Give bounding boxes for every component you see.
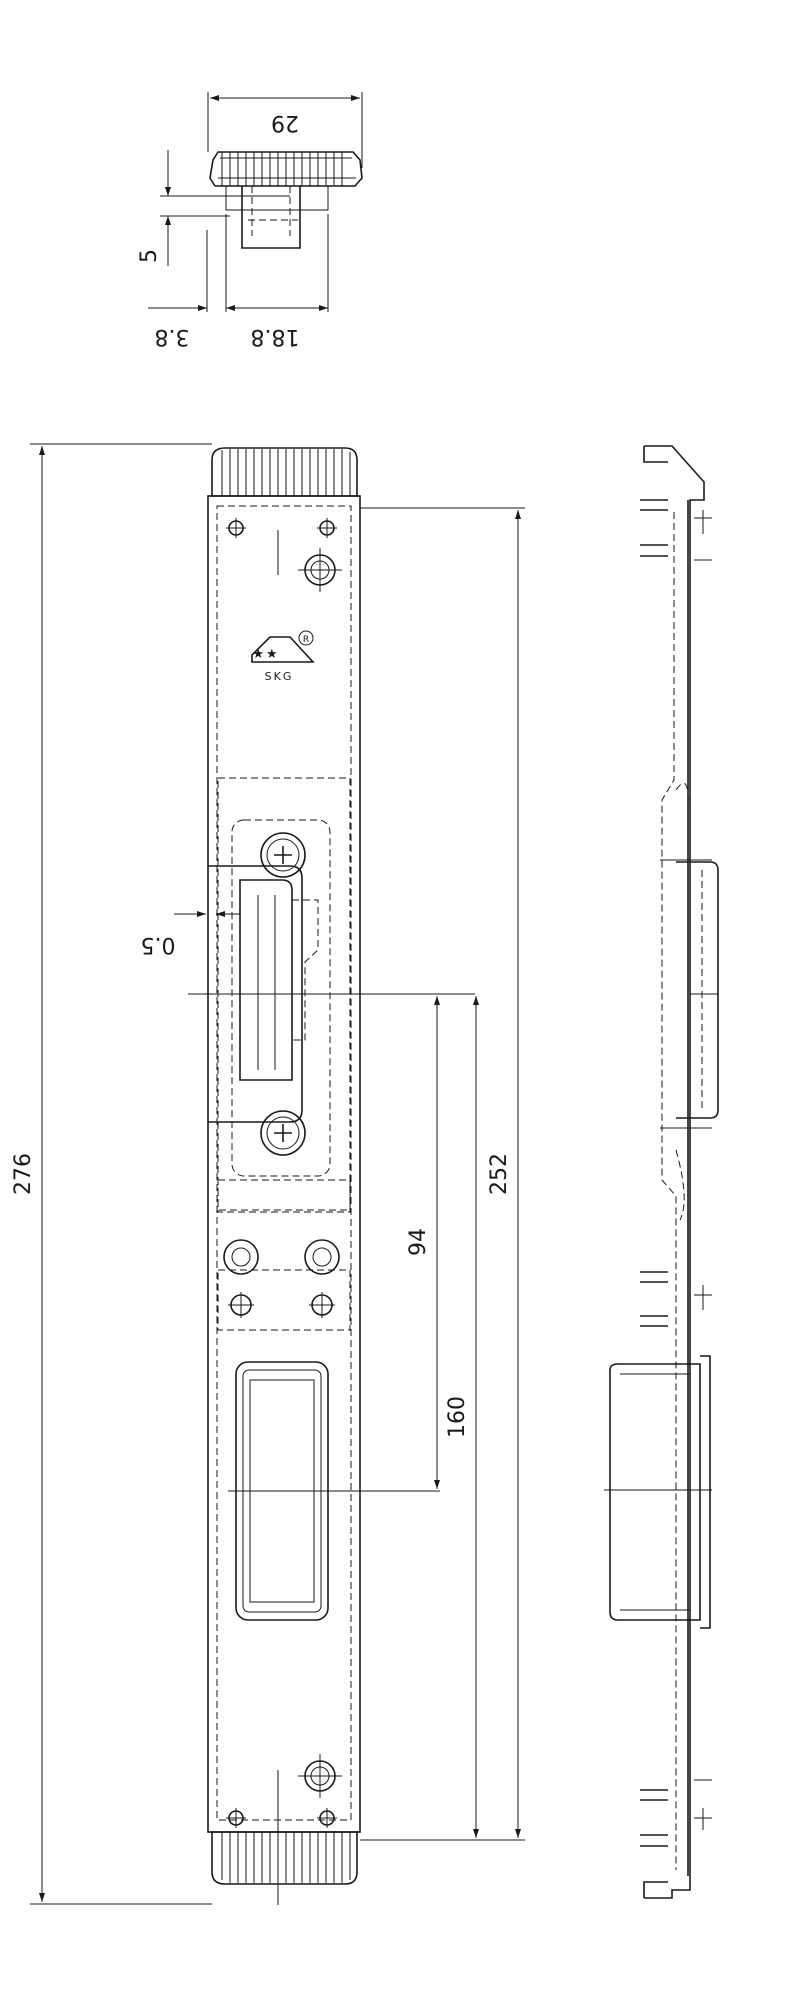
dim-top-height: 5 (137, 249, 162, 263)
skg-logo: ★★ R SKG (251, 630, 315, 683)
side-view (604, 445, 719, 1899)
logo-registered: R (303, 635, 309, 645)
dim-gap: 0.5 (141, 932, 176, 957)
top-section-view: 29 5 3.8 18.8 (137, 92, 363, 349)
logo-stars: ★★ (252, 647, 279, 662)
front-view: ★★ R SKG (188, 447, 475, 1905)
logo-brand: SKG (265, 670, 294, 683)
dim-top-offset-right: 18.8 (251, 324, 300, 349)
dim-top-width: 29 (271, 110, 299, 135)
dim-hole-span: 252 (487, 1153, 512, 1195)
dim-total-length: 276 (11, 1153, 36, 1195)
dim-strike-to-center-a: 94 (406, 1228, 431, 1256)
dim-strike-to-center-b: 160 (445, 1396, 470, 1438)
dim-top-offset-left: 3.8 (155, 324, 190, 349)
front-dimensions: 276 252 160 94 0.5 (11, 443, 525, 1905)
